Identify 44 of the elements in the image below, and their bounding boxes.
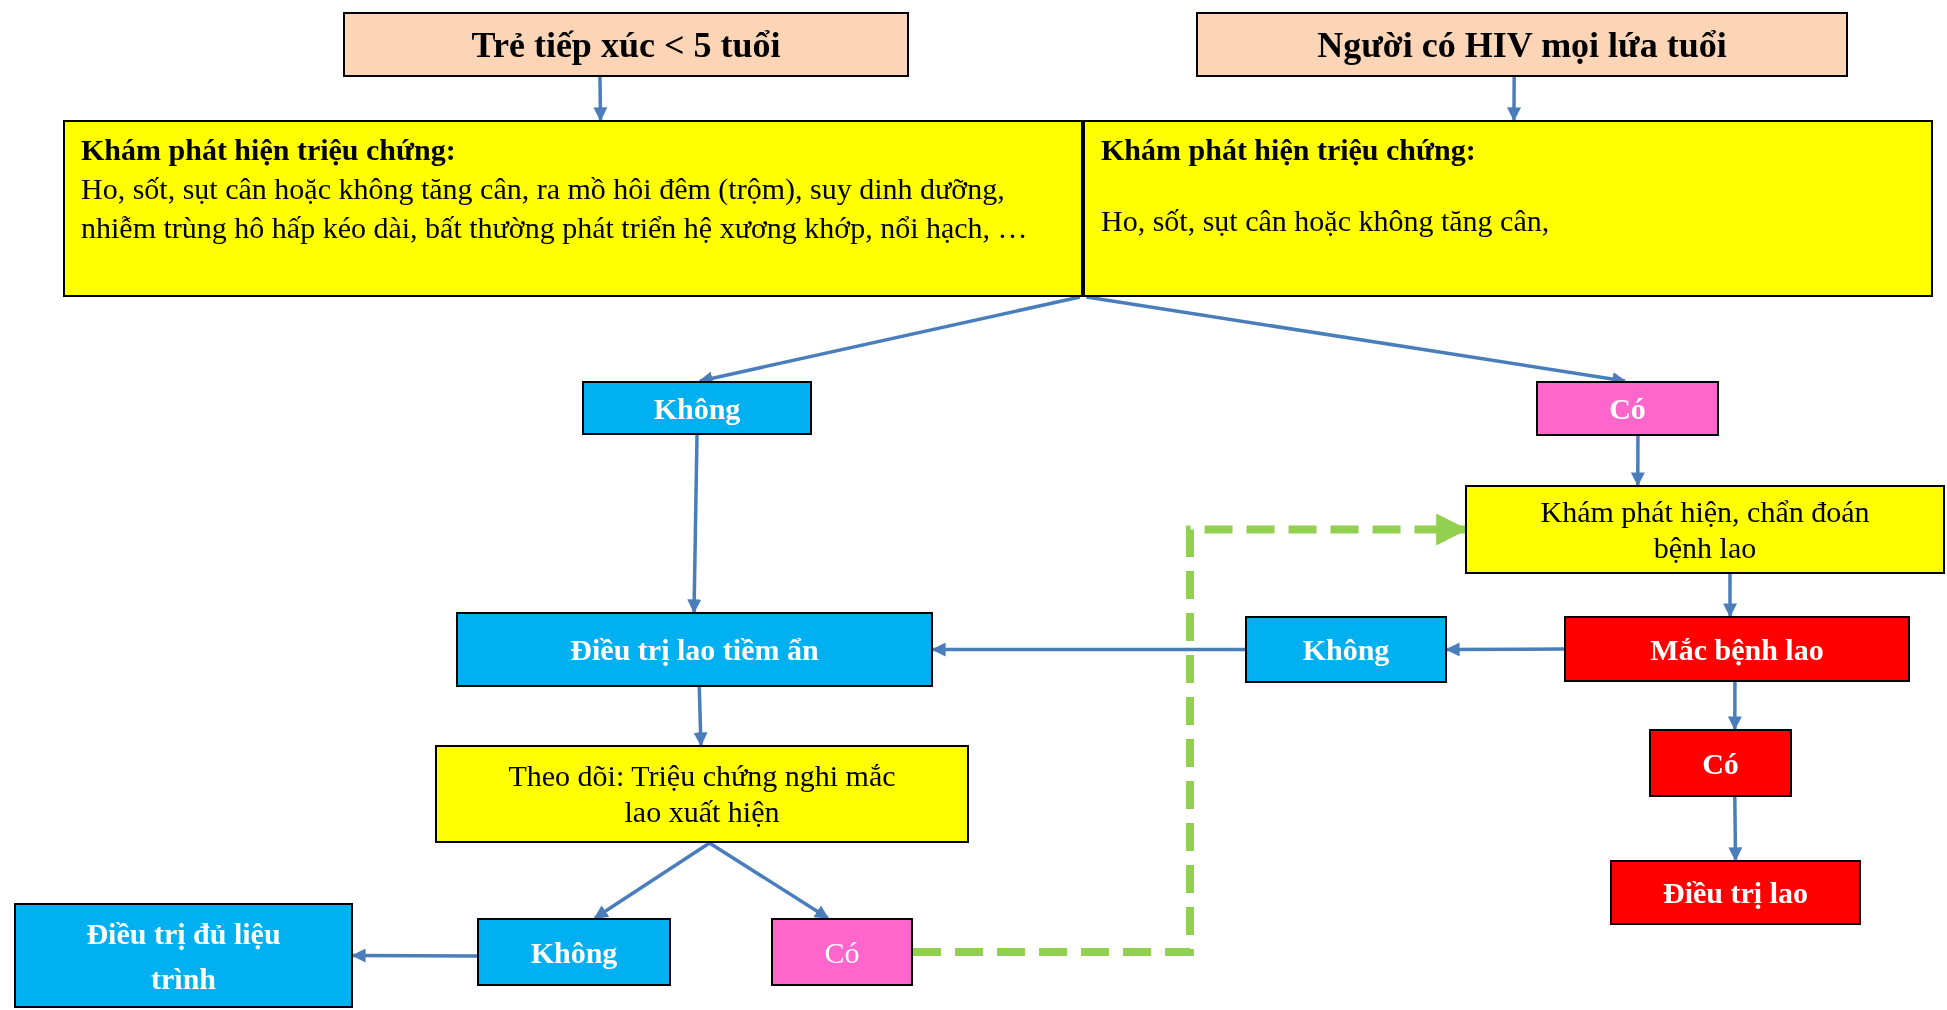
decision-box bbox=[582, 381, 812, 435]
arrow bbox=[1630, 436, 1645, 487]
process-box bbox=[435, 745, 969, 843]
box-body: Ho, sốt, sụt cân hoặc không tăng cân, bbox=[1101, 203, 1550, 239]
box-label: Điều trị lao tiềm ẩn bbox=[570, 632, 819, 668]
decision-box bbox=[1649, 729, 1792, 797]
arrow bbox=[693, 686, 708, 747]
arrow bbox=[1727, 682, 1742, 731]
decision-box bbox=[1536, 381, 1719, 436]
box-label: Theo dõi: Triệu chứng nghi mắc lao xuất hiện bbox=[507, 758, 897, 830]
process-box bbox=[1564, 616, 1910, 682]
process-box bbox=[1610, 860, 1861, 925]
box-label: Không bbox=[530, 934, 618, 971]
arrow bbox=[1507, 77, 1521, 122]
arrow bbox=[687, 434, 702, 614]
process-box bbox=[1465, 485, 1945, 574]
screening-box bbox=[1083, 120, 1933, 297]
box-label: Có bbox=[1609, 391, 1646, 427]
decision-box bbox=[771, 918, 913, 986]
decision-box bbox=[477, 918, 671, 986]
box-label: Không bbox=[1302, 632, 1390, 668]
box-heading: Khám phát hiện triệu chứng: bbox=[1101, 132, 1476, 168]
box-body: Ho, sốt, sụt cân hoặc không tăng cân, ra mồ hôi đêm (trộm), suy dinh dưỡng, nhiễm trùng hô hấp kéo dài, bất thường phát triển hệ xương khớp, nổi hạch, … bbox=[81, 171, 1029, 246]
process-box bbox=[14, 903, 353, 1008]
arrow bbox=[593, 76, 608, 122]
process-box bbox=[456, 612, 933, 687]
box-heading: Khám phát hiện triệu chứng: bbox=[81, 132, 456, 168]
box-label: Trẻ tiếp xúc < 5 tuổi bbox=[471, 23, 781, 67]
box-label: Có bbox=[824, 934, 860, 971]
box-label: Không bbox=[653, 390, 741, 427]
arrow bbox=[708, 841, 829, 920]
start-box bbox=[343, 12, 909, 77]
screening-box bbox=[63, 120, 1083, 297]
start-box bbox=[1196, 12, 1848, 77]
box-label: Có bbox=[1702, 745, 1739, 782]
arrow bbox=[1723, 574, 1738, 618]
box-label: Người có HIV mọi lứa tuổi bbox=[1317, 23, 1727, 67]
box-label: Điều trị đủ liệu trình bbox=[85, 915, 282, 997]
arrow bbox=[593, 841, 711, 920]
decision-box bbox=[1245, 616, 1447, 683]
box-label: Điều trị lao bbox=[1663, 875, 1808, 911]
arrow bbox=[1728, 797, 1743, 862]
box-label: Mắc bệnh lao bbox=[1650, 631, 1824, 668]
box-label: Khám phát hiện, chẩn đoán bệnh lao bbox=[1539, 493, 1871, 566]
